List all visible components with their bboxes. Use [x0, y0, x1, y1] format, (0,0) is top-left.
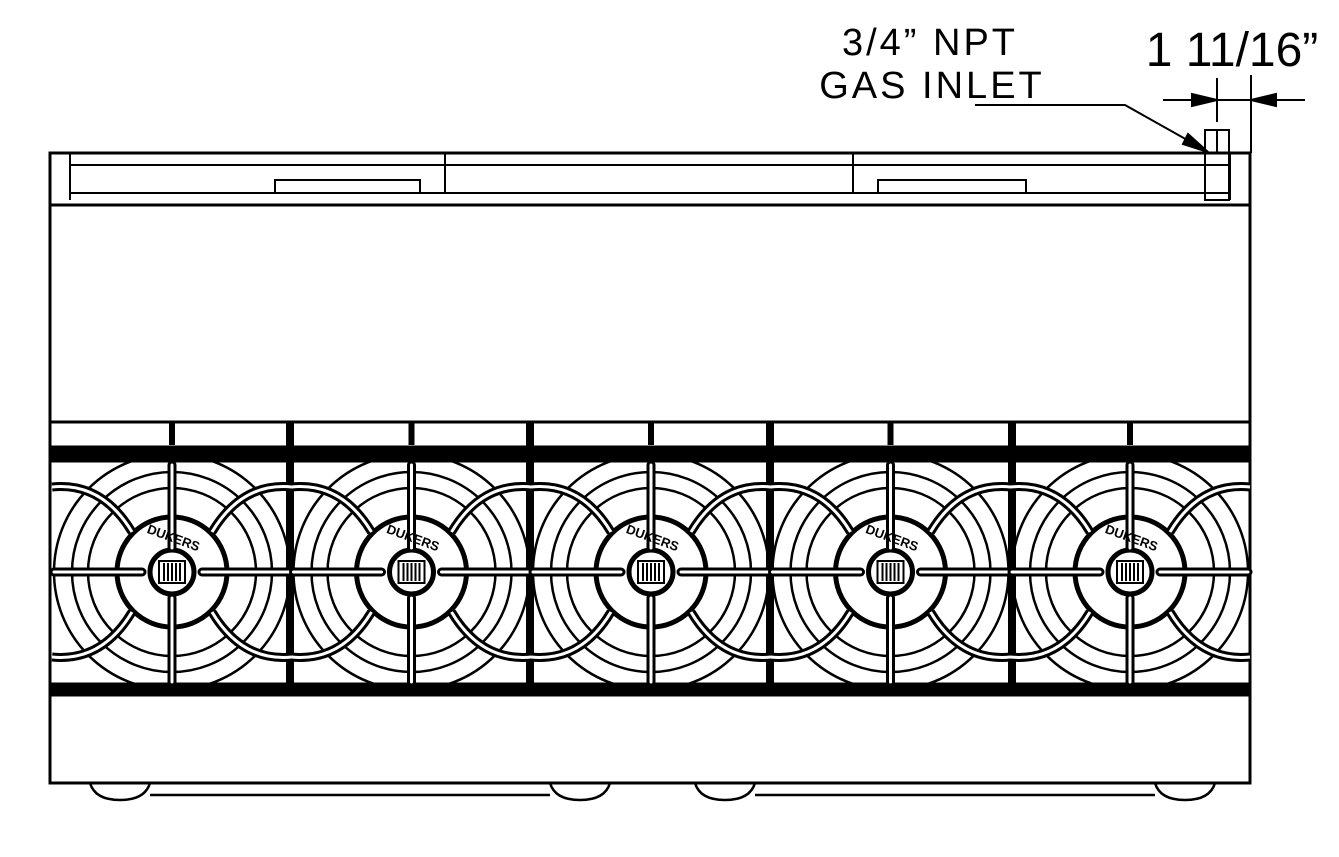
dimension-label: 1 11/16”: [1146, 24, 1319, 77]
dimension-arrows: [1163, 75, 1305, 153]
burner: DUKERS: [49, 422, 295, 692]
front-rail: [48, 693, 1252, 785]
foot: [88, 782, 152, 802]
grate-divider: [766, 422, 774, 695]
gas-inlet-label-line2: GAS INLET: [819, 65, 1045, 107]
burner: DUKERS: [528, 422, 774, 692]
front-panel: [48, 203, 1252, 424]
foot: [548, 782, 612, 802]
back-rail: [48, 151, 1252, 207]
burner: DUKERS: [768, 422, 1013, 692]
burner: DUKERS: [1007, 422, 1253, 692]
foot: [1153, 782, 1217, 802]
foot: [693, 782, 757, 802]
gas-inlet-label-line1: 3/4” NPT: [842, 22, 1018, 64]
grate-divider: [526, 422, 534, 695]
leader-arrow: [975, 104, 1209, 153]
